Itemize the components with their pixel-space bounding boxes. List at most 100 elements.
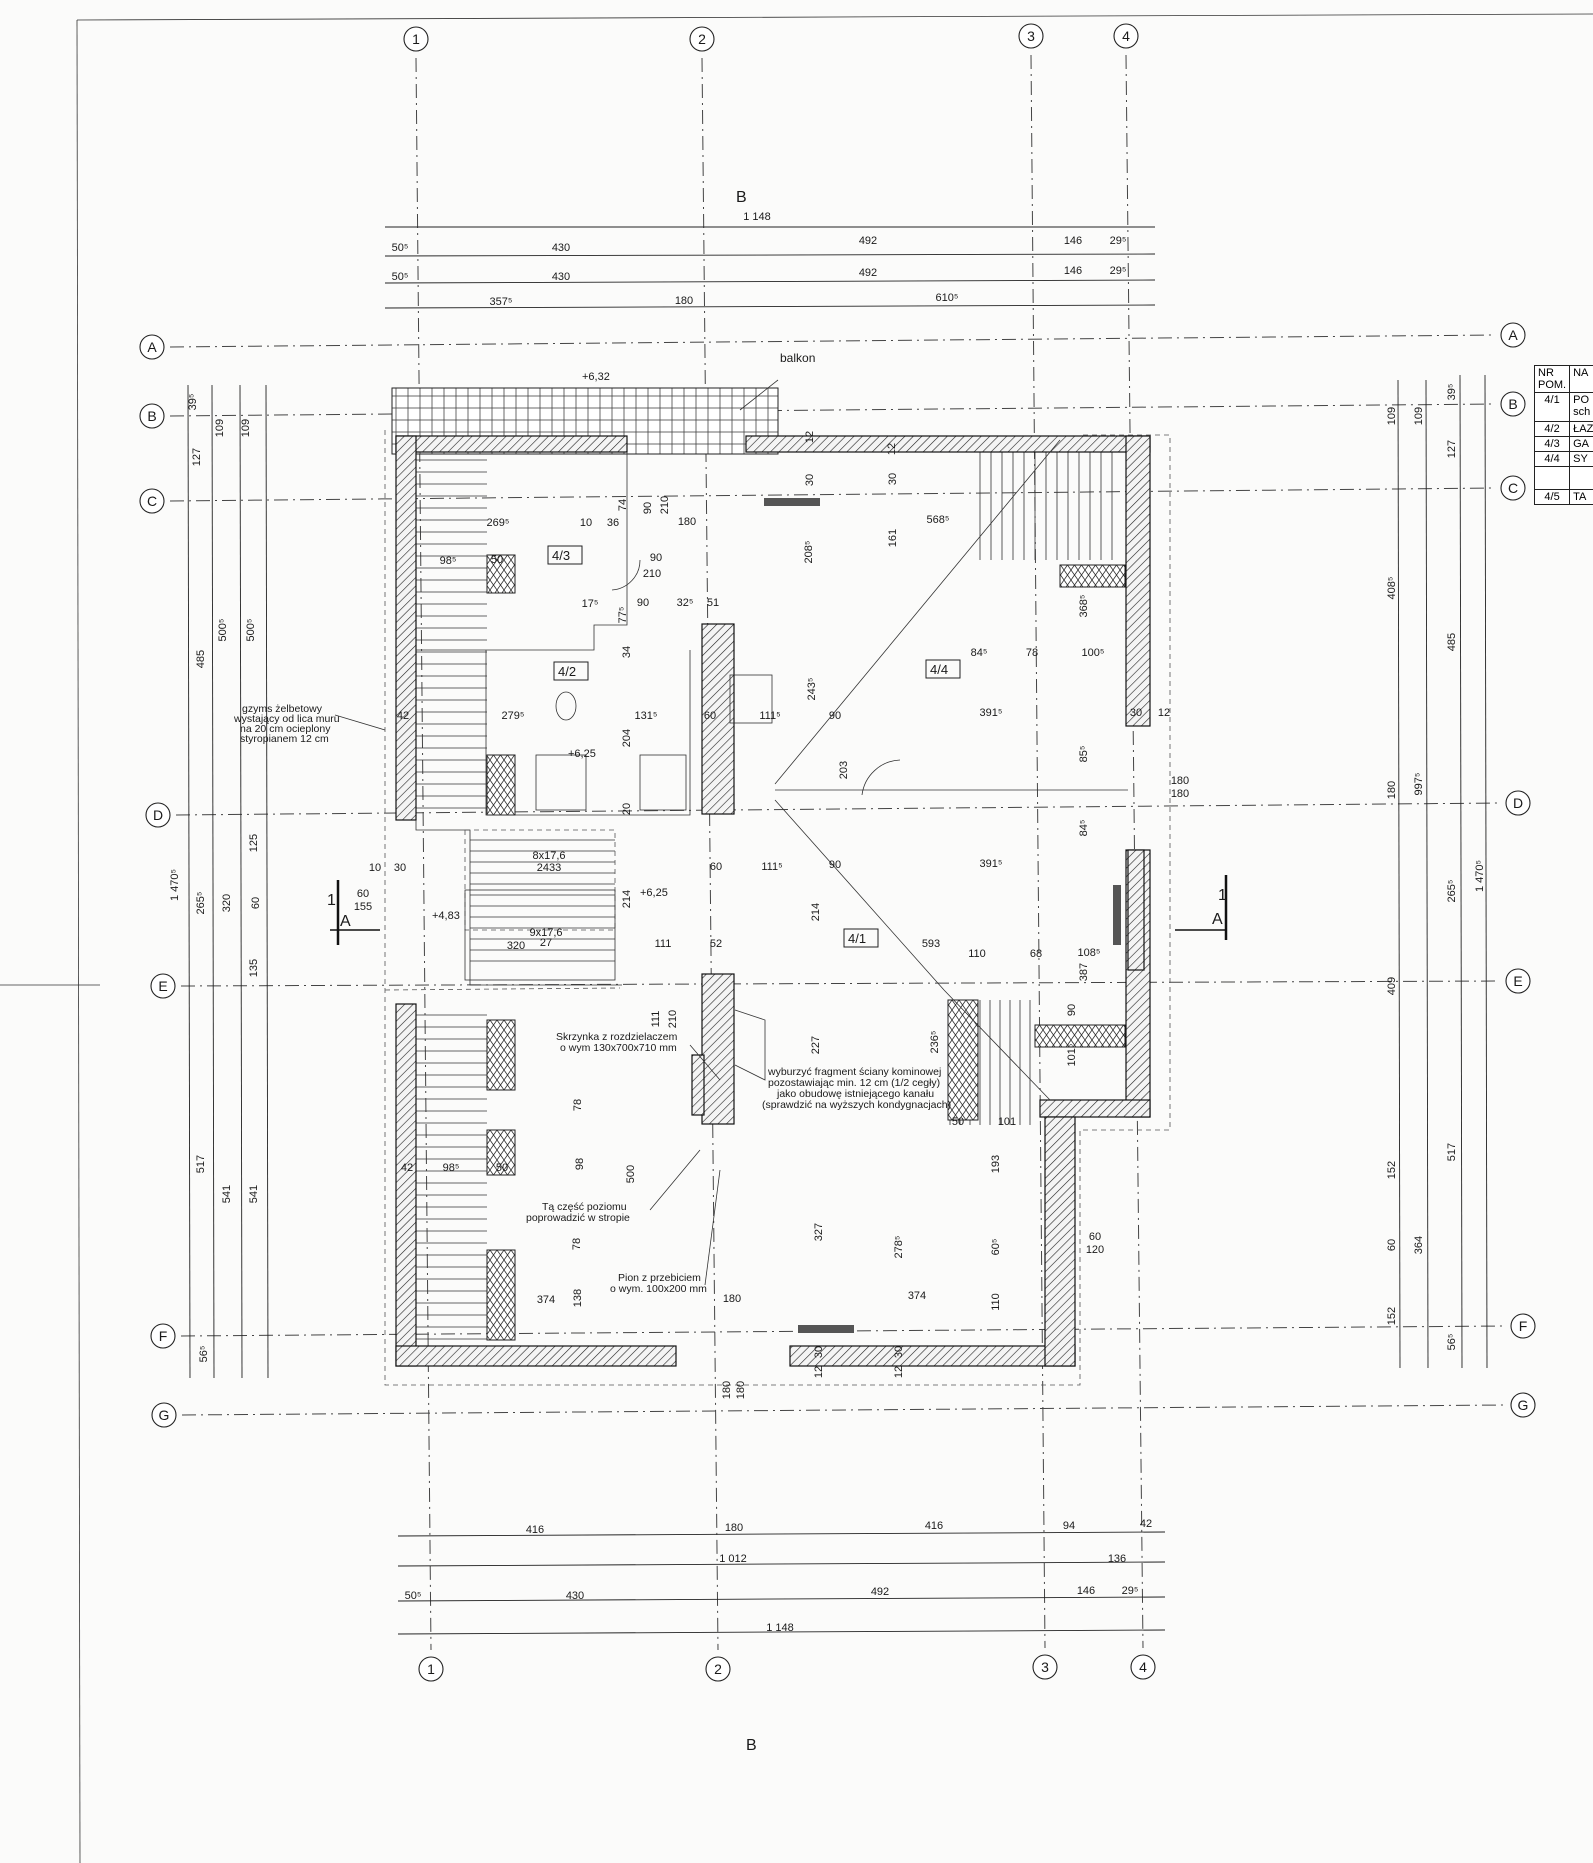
dimension-label: 98⁵ xyxy=(443,1162,460,1174)
svg-text:na 20 cm ocieplony: na 20 cm ocieplony xyxy=(240,723,331,735)
dimension-label: 56⁵ xyxy=(198,1346,210,1363)
dimension-label: 60 xyxy=(1386,1239,1398,1251)
grid-row-bubble: D xyxy=(1505,790,1531,816)
dimension-label: 50 xyxy=(952,1116,964,1128)
svg-text:o wym 130x700x710 mm: o wym 130x700x710 mm xyxy=(560,1042,677,1054)
dimension-label: 127 xyxy=(191,448,203,466)
grid-bubble-label: G xyxy=(159,1407,170,1423)
dimension-label: 391⁵ xyxy=(980,707,1003,719)
dimension-label: 593 xyxy=(922,938,940,950)
dimension-label: 269⁵ xyxy=(487,517,510,529)
dimension-label: 374 xyxy=(908,1290,926,1302)
dimension-label: 138 xyxy=(572,1289,584,1307)
dimension-label: 50 xyxy=(491,554,503,566)
dimension-label: 74 xyxy=(617,499,629,511)
dimension-label: 161 xyxy=(887,529,899,547)
dimension-label: 34 xyxy=(621,646,633,658)
grid-bubble-label: B xyxy=(147,408,156,424)
dimension-label: 265⁵ xyxy=(1446,880,1458,903)
dimension-label: 60 xyxy=(710,861,722,873)
grid-bubble-label: G xyxy=(1518,1397,1529,1413)
room-label-4-4: 4/4 xyxy=(930,662,948,677)
dimension-label: 29⁵ xyxy=(1110,235,1127,247)
room-label-4-2: 4/2 xyxy=(558,664,576,679)
dimension-label: 204 xyxy=(621,729,633,747)
level-mark: +6,32 xyxy=(582,371,610,383)
dimension-label: 78 xyxy=(571,1238,583,1250)
grid-column-bubble: 3 xyxy=(1018,23,1044,49)
dimension-label: 12 xyxy=(886,443,898,455)
dimension-label: 36 xyxy=(607,517,619,529)
dimension-label: 236⁵ xyxy=(929,1031,941,1054)
dimension-label: 214 xyxy=(810,903,822,921)
grid-row-bubble: E xyxy=(1505,968,1531,994)
dimension-label: 98⁵ xyxy=(440,555,457,567)
dimension-label: 111 xyxy=(655,938,672,950)
dimension-label: 12 xyxy=(893,1366,905,1378)
dimension-label: 109 xyxy=(240,419,252,437)
dimension-label: 50 xyxy=(496,1162,508,1174)
dimension-label: 27 xyxy=(540,937,552,949)
dimension-label: 84⁵ xyxy=(1078,820,1090,837)
dimension-label: 610⁵ xyxy=(936,292,959,304)
grid-column-bubble: 4 xyxy=(1113,23,1139,49)
dimension-label: 78 xyxy=(1026,647,1038,659)
dimension-label: 1 148 xyxy=(743,211,771,223)
dimension-label: 90 xyxy=(642,502,654,514)
grid-bubble-label: 3 xyxy=(1027,28,1035,44)
leader-lines xyxy=(334,714,721,1286)
dimension-label: 180 xyxy=(735,1381,747,1399)
dimension-label: 60 xyxy=(357,888,369,900)
sheet-border xyxy=(0,13,1593,1863)
dimension-label: 492 xyxy=(859,267,877,279)
grid-bubble-label: C xyxy=(1508,480,1518,496)
dimension-label: 180 xyxy=(1386,781,1398,799)
dimension-label: 416 xyxy=(925,1520,943,1532)
svg-text:o wym. 100x200 mm: o wym. 100x200 mm xyxy=(610,1283,707,1295)
svg-text:styropianem 12 cm: styropianem 12 cm xyxy=(240,733,329,745)
dimension-label: 120 xyxy=(1086,1244,1104,1256)
svg-text:poprowadzić w stropie: poprowadzić w stropie xyxy=(526,1212,630,1224)
dimension-label: 541 xyxy=(221,1185,233,1203)
section-label-bottom: B xyxy=(746,1737,757,1754)
dimension-label: 30 xyxy=(804,474,816,486)
table-header-nr: NR POM. xyxy=(1533,365,1571,393)
dimension-label: 541 xyxy=(248,1185,260,1203)
dimension-label: 180 xyxy=(1171,788,1189,800)
dimension-label: 125 xyxy=(248,834,260,852)
dimension-label: 492 xyxy=(871,1586,889,1598)
dimension-label: 94 xyxy=(1063,1520,1075,1532)
grid-row-bubble: E xyxy=(150,973,176,999)
dimension-label: 203 xyxy=(838,761,850,779)
dimension-label: 60 xyxy=(704,710,716,722)
dimension-label: 60 xyxy=(250,897,262,909)
dimension-label: 485 xyxy=(195,650,207,668)
dimension-label: 1 148 xyxy=(766,1622,794,1634)
dimension-label: 50⁵ xyxy=(392,271,409,283)
grid-bubble-label: E xyxy=(1513,973,1522,989)
dimension-label: 12 xyxy=(1158,707,1170,719)
dimension-label: 517 xyxy=(195,1155,207,1173)
dimension-label: 42 xyxy=(401,1162,413,1174)
dimension-label: 20 xyxy=(621,803,633,815)
dimension-label: 39⁵ xyxy=(187,394,199,411)
dimension-label: 146 xyxy=(1064,235,1082,247)
dimension-label: 227 xyxy=(810,1036,822,1054)
grid-bubble-label: 4 xyxy=(1122,28,1130,44)
dimension-label: 9x17,6 xyxy=(529,927,562,939)
grid-bubble-label: 3 xyxy=(1041,1659,1049,1675)
dimension-label: 50⁵ xyxy=(392,242,409,254)
dimension-label: 17⁵ xyxy=(582,598,599,610)
walls xyxy=(395,435,1151,1367)
dimension-label: 56⁵ xyxy=(1446,1334,1458,1351)
grid-bubble-label: F xyxy=(1519,1318,1528,1334)
grid-bubble-label: 1 xyxy=(427,1661,435,1677)
dimension-label: 111 xyxy=(650,1011,662,1028)
dimension-label: 320 xyxy=(221,894,233,912)
dimension-label: 391⁵ xyxy=(980,858,1003,870)
level-mark: +6,25 xyxy=(568,748,596,760)
